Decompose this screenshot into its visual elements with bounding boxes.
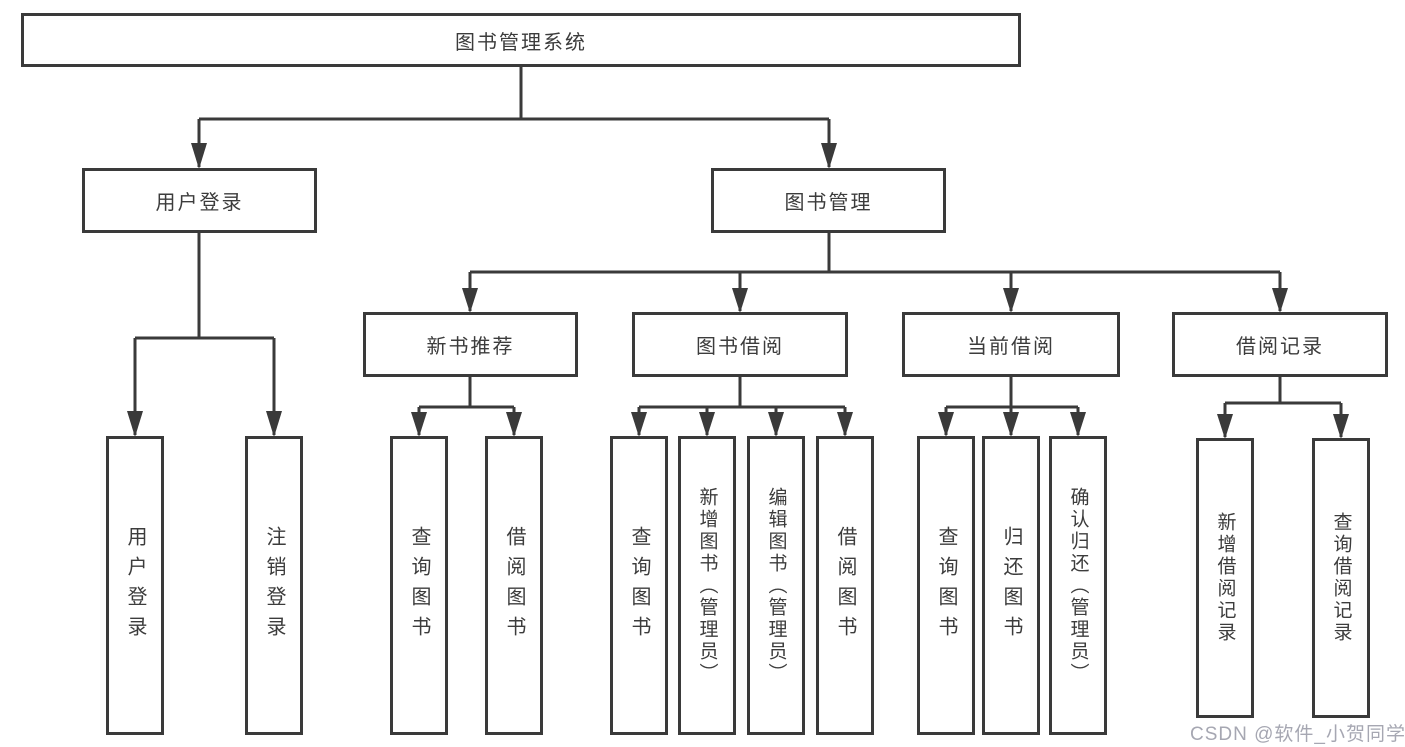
leaf-add-books-admin: 新增图书（管理员）: [678, 436, 736, 735]
node-user-login: 用户登录: [82, 168, 317, 233]
leaf-logout: 注销登录: [245, 436, 303, 735]
connector-current-to-leaves: [938, 377, 1086, 437]
connector-borrow-to-leaves: [631, 377, 853, 437]
leaf-user-login: 用户登录: [106, 436, 164, 735]
leaf-borrow-books: 借阅图书: [816, 436, 874, 735]
node-book-borrowing: 图书借阅: [632, 312, 848, 377]
connector-root-to-level1: [191, 67, 837, 169]
leaf-query-books-borrow: 查询图书: [610, 436, 668, 735]
connector-records-to-leaves: [1217, 377, 1349, 439]
node-book-management: 图书管理: [711, 168, 946, 233]
connector-user-login-to-leaves: [127, 233, 282, 437]
connector-book-mgmt-to-level2: [462, 233, 1288, 313]
leaf-query-borrow-record: 查询借阅记录: [1312, 438, 1370, 718]
leaf-edit-books-admin: 编辑图书（管理员）: [747, 436, 805, 735]
node-borrowing-records: 借阅记录: [1172, 312, 1388, 377]
leaf-confirm-return-admin: 确认归还（管理员）: [1049, 436, 1107, 735]
connector-recommend-to-leaves: [411, 377, 522, 437]
csdn-watermark: CSDN @软件_小贺同学: [1190, 724, 1405, 745]
leaf-query-books-recommend: 查询图书: [390, 436, 448, 735]
node-library-management-system: 图书管理系统: [21, 13, 1021, 67]
leaf-borrow-books-recommend: 借阅图书: [485, 436, 543, 735]
leaf-query-books-current: 查询图书: [917, 436, 975, 735]
node-current-borrowing: 当前借阅: [902, 312, 1120, 377]
leaf-return-books: 归还图书: [982, 436, 1040, 735]
leaf-add-borrow-record: 新增借阅记录: [1196, 438, 1254, 718]
node-new-book-recommend: 新书推荐: [363, 312, 578, 377]
